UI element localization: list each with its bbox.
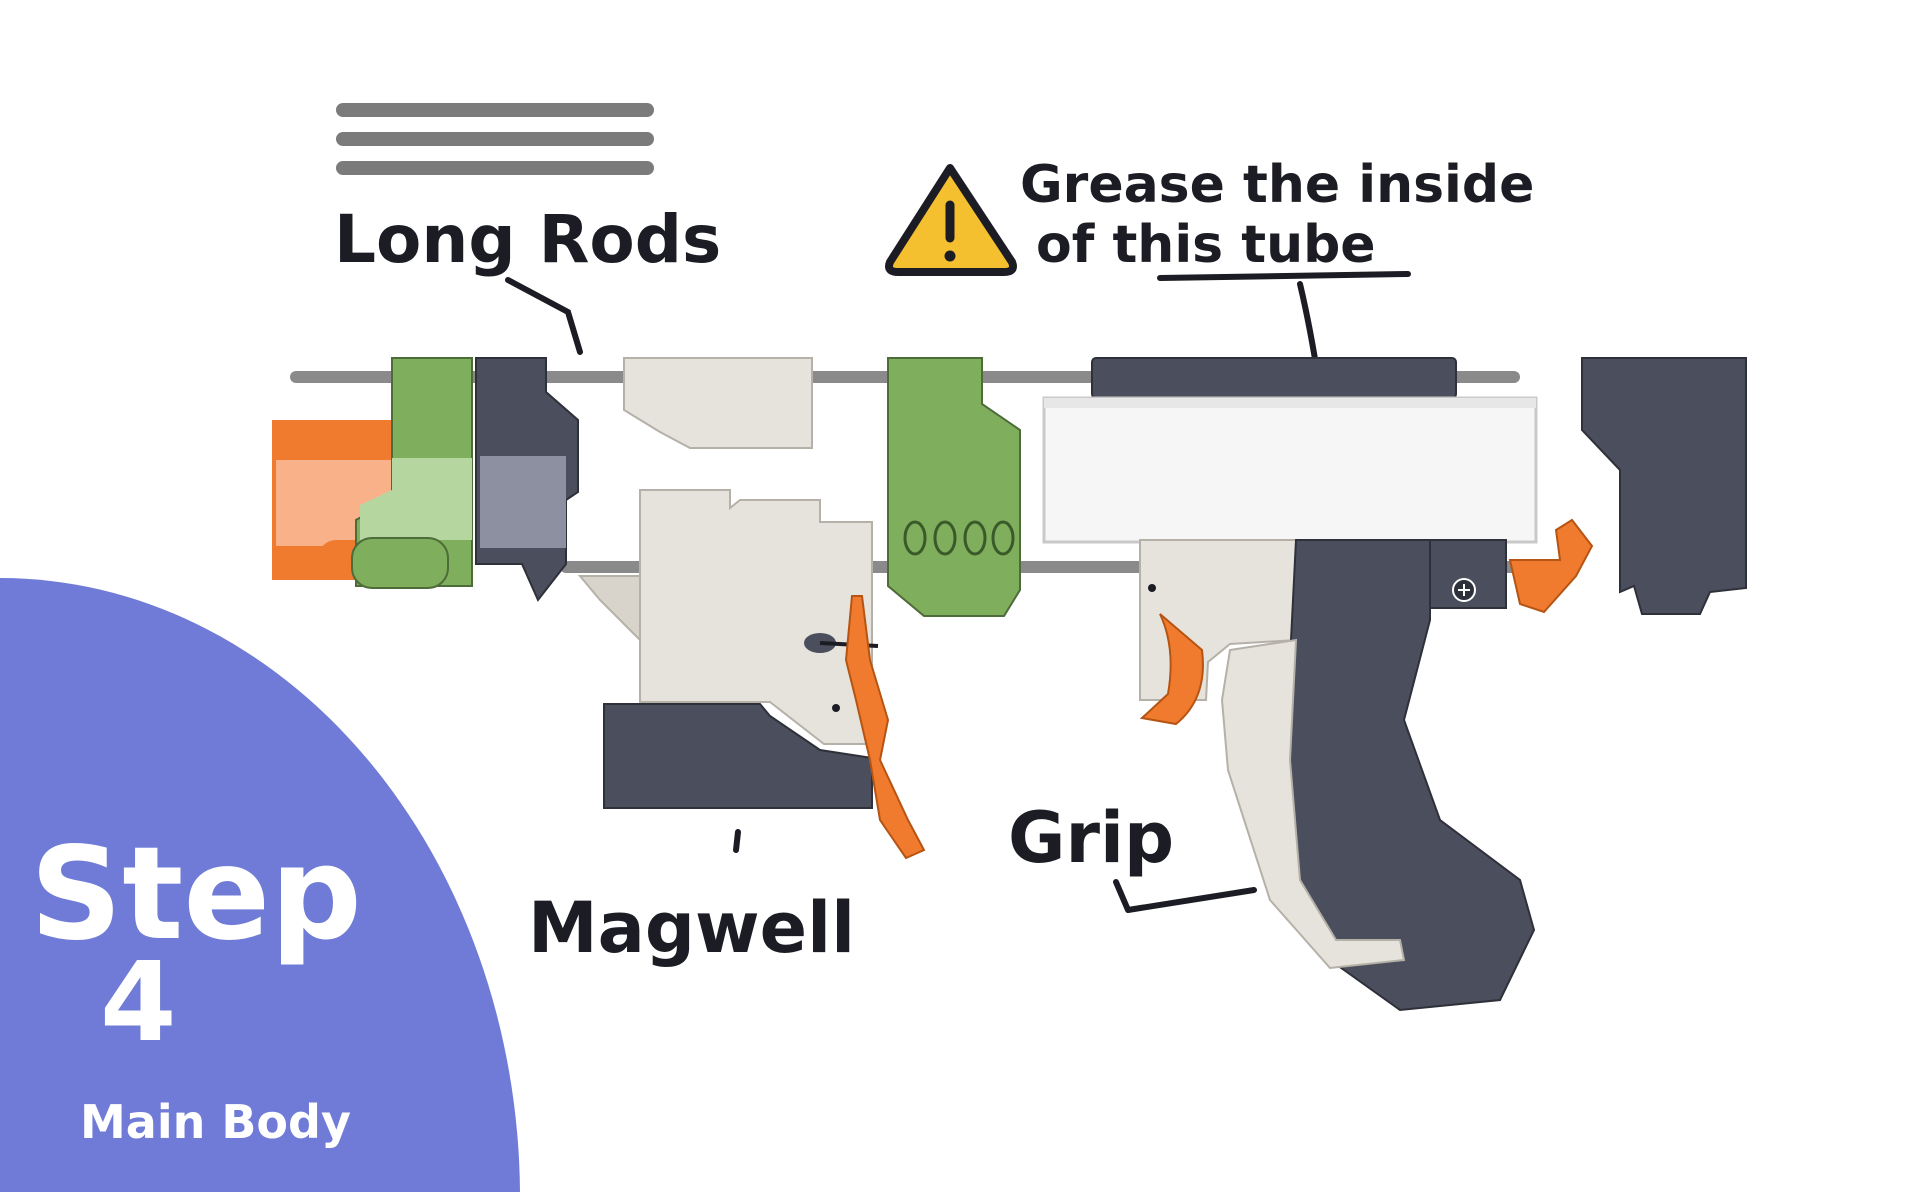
grease-note-of: of	[1036, 215, 1112, 275]
long-rods-leader	[505, 277, 583, 355]
tube-top-rail	[1091, 357, 1457, 399]
grip-label: Grip	[1008, 797, 1174, 879]
middle-green-part	[887, 357, 1021, 617]
step-number: 4	[100, 938, 177, 1066]
rear-dark-block	[475, 357, 579, 602]
magwell-assembly	[577, 489, 926, 860]
grease-tube	[1042, 396, 1538, 544]
grease-note-line1: Grease the inside	[1020, 155, 1534, 215]
warning-icon	[885, 164, 1017, 276]
grease-note-line2: of this tube	[1036, 215, 1376, 275]
magwell-label: Magwell	[528, 887, 855, 969]
step-word: Step	[30, 820, 362, 969]
long-rods-icon	[336, 103, 654, 175]
step-badge	[0, 578, 520, 1192]
grip-assembly	[1139, 518, 1594, 1012]
long-rods-label: Long Rods	[334, 201, 721, 278]
front-dark-cap	[1581, 357, 1747, 615]
step-subtitle: Main Body	[80, 1095, 351, 1149]
grease-underline	[1157, 271, 1411, 281]
rear-green-part	[351, 357, 473, 589]
upper-cream-cap	[623, 357, 813, 449]
grip-leader	[1113, 879, 1257, 913]
magwell-leader	[733, 829, 741, 853]
grease-note-emphasis: this tube	[1112, 215, 1375, 275]
